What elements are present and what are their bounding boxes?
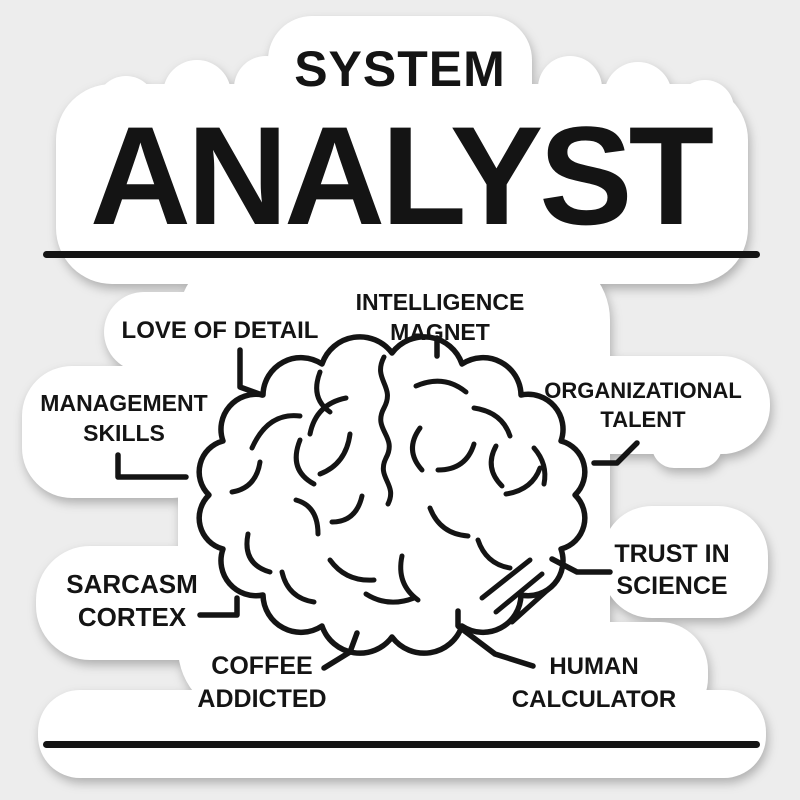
label-trust-in-science: TRUST IN SCIENCE — [614, 538, 729, 602]
sticker-blob — [652, 418, 722, 468]
connector-coffee-addicted — [321, 630, 360, 671]
connector-love-of-detail — [237, 347, 265, 398]
connector-sarcasm-cortex — [197, 595, 240, 618]
connector-organizational-talent — [591, 440, 640, 466]
label-line: ORGANIZATIONAL — [544, 378, 742, 403]
connector-trust-in-science — [549, 556, 613, 575]
label-line: CORTEX — [77, 602, 187, 632]
divider-line-bottom — [43, 741, 760, 748]
label-organizational-talent: ORGANIZATIONAL TALENT — [544, 376, 742, 434]
label-love-of-detail: LOVE OF DETAIL — [122, 316, 319, 346]
brain-gyri — [229, 354, 555, 625]
label-line: HUMAN — [549, 653, 639, 680]
sticker-blob — [524, 356, 770, 454]
label-line: SCIENCE — [616, 572, 728, 600]
label-line: INTELLIGENCE — [355, 289, 525, 315]
label-line: SKILLS — [83, 420, 165, 446]
label-human-calculator: HUMAN CALCULATOR — [512, 650, 676, 716]
label-intelligence-magnet: INTELLIGENCE MAGNET — [356, 287, 525, 347]
label-management-skills: MANAGEMENT SKILLS — [40, 388, 207, 448]
sticker-blob — [602, 506, 768, 618]
connector-management-skills — [115, 452, 189, 480]
label-line: TALENT — [600, 407, 686, 432]
label-line: SARCASM — [66, 569, 198, 599]
label-line: ADDICTED — [197, 685, 327, 713]
title-subtitle: SYSTEM — [294, 41, 506, 97]
label-line: LOVE OF DETAIL — [121, 317, 319, 344]
label-line: COFFEE — [211, 652, 313, 680]
label-line: MANAGEMENT — [40, 390, 208, 416]
label-line: TRUST IN — [614, 540, 730, 568]
divider-line-top — [43, 251, 760, 258]
sticker-blob — [38, 690, 766, 778]
label-sarcasm-cortex: SARCASM CORTEX — [66, 568, 197, 634]
connector-human-calculator — [455, 608, 536, 669]
label-line: MAGNET — [390, 319, 490, 345]
label-line: CALCULATOR — [511, 686, 677, 713]
label-coffee-addicted: COFFEE ADDICTED — [197, 650, 326, 716]
page-title: ANALYST — [89, 97, 714, 254]
